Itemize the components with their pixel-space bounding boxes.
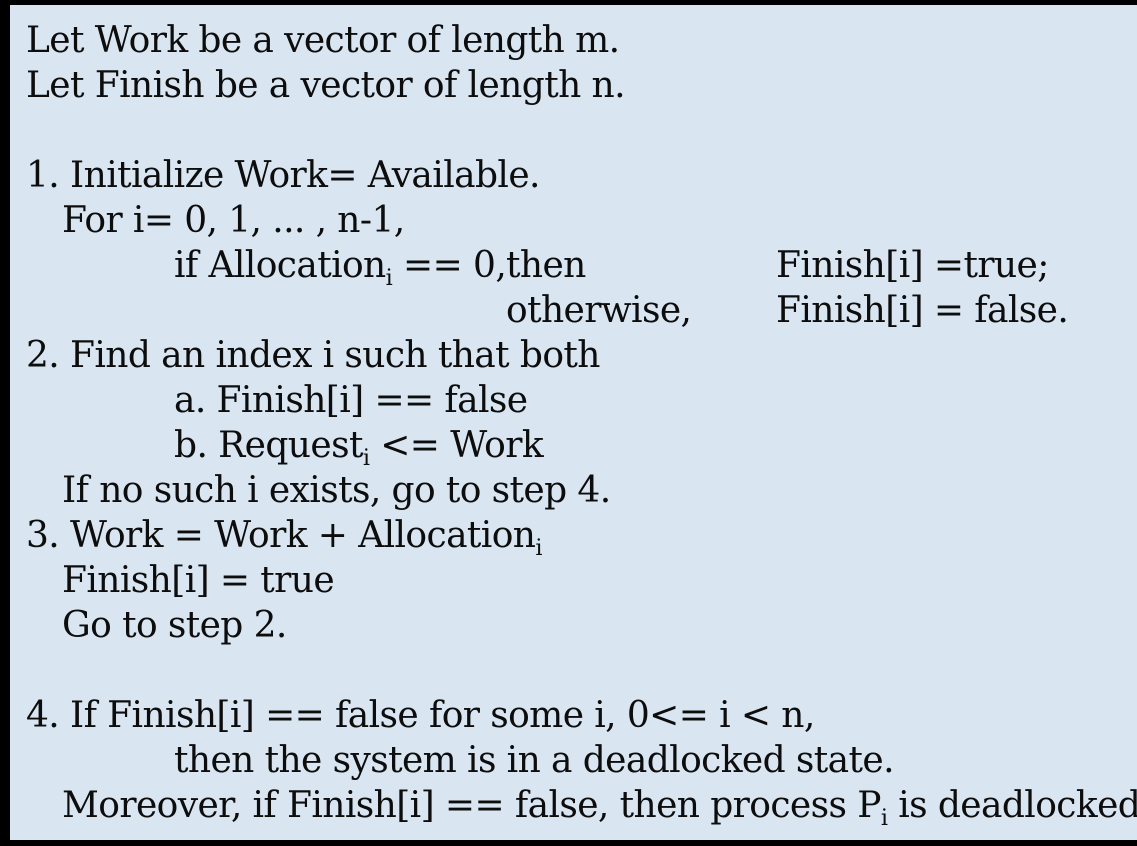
algorithm-panel: Let Work be a vector of length m.Let Fin… [10,5,1137,840]
subscript-index: i [362,445,370,472]
text-run: Moreover, if Finish[i] == false, then pr… [62,785,881,826]
text-run: == 0, [392,245,507,286]
algorithm-line: a. Finish[i] == false [10,378,1137,423]
algorithm-segment: Let Work be a vector of length m. [26,18,620,63]
text-run: then [506,245,586,286]
algorithm-segment: 1. Initialize Work= Available. [26,153,541,198]
algorithm-text: Let Work be a vector of length m.Let Fin… [10,18,1137,832]
text-run: 1. Initialize Work= Available. [26,155,541,196]
algorithm-segment: 4. If Finish[i] == false for some i, 0<=… [26,693,815,738]
text-run: For i= 0, 1, ... , n-1, [62,200,405,241]
algorithm-line: Go to step 2. [10,603,1137,648]
text-run: Finish[i] =true; [776,245,1049,286]
algorithm-line: 4. If Finish[i] == false for some i, 0<=… [10,693,1137,738]
algorithm-line: if Allocationi == 0,then Finish[i] =true; [10,243,1137,292]
algorithm-segment: Let Finish be a vector of length n. [26,63,626,108]
algorithm-line [10,648,1137,693]
algorithm-line: otherwise, Finish[i] = false. [10,288,1137,333]
algorithm-line [10,108,1137,153]
algorithm-segment: 2. Find an index i such that both [26,333,600,378]
algorithm-segment: Moreover, if Finish[i] == false, then pr… [62,783,1137,832]
text-run: a. Finish[i] == false [174,380,528,421]
algorithm-segment: Finish[i] = true [62,558,335,603]
algorithm-segment: then the system is in a deadlocked state… [174,738,895,783]
algorithm-segment: Finish[i] =true; [776,243,1049,288]
text-run: otherwise, [506,290,692,331]
text-run: 4. If Finish[i] == false for some i, 0<=… [26,695,815,736]
text-run: 3. Work = Work + Allocation [26,515,536,556]
text-run: Finish[i] = true [62,560,335,601]
algorithm-line: 3. Work = Work + Allocationi [10,513,1137,562]
algorithm-segment: Finish[i] = false. [776,288,1069,333]
subscript-index: i [385,265,393,292]
text-run: Finish[i] = false. [776,290,1069,331]
algorithm-line: Finish[i] = true [10,558,1137,603]
text-run: If no such i exists, go to step 4. [62,470,611,511]
text-run: Let Work be a vector of length m. [26,20,620,61]
algorithm-line: 2. Find an index i such that both [10,333,1137,378]
algorithm-line: Let Work be a vector of length m. [10,18,1137,63]
algorithm-segment: Go to step 2. [62,603,287,648]
algorithm-line: For i= 0, 1, ... , n-1, [10,198,1137,243]
subscript-index: i [880,805,888,832]
algorithm-line: b. Requesti <= Work [10,423,1137,472]
text-run: Go to step 2. [62,605,287,646]
algorithm-segment: if Allocationi == 0, [174,243,507,292]
algorithm-segment: If no such i exists, go to step 4. [62,468,611,513]
text-run: <= Work [369,425,544,466]
algorithm-line: If no such i exists, go to step 4. [10,468,1137,513]
algorithm-segment: otherwise, [506,288,692,333]
algorithm-line: Let Finish be a vector of length n. [10,63,1137,108]
algorithm-segment: For i= 0, 1, ... , n-1, [62,198,405,243]
algorithm-line: then the system is in a deadlocked state… [10,738,1137,783]
text-run: then the system is in a deadlocked state… [174,740,895,781]
algorithm-segment: a. Finish[i] == false [174,378,528,423]
algorithm-line: Moreover, if Finish[i] == false, then pr… [10,783,1137,832]
text-run: if Allocation [174,245,386,286]
text-run: b. Request [174,425,363,466]
algorithm-segment: 3. Work = Work + Allocationi [26,513,542,562]
text-run: 2. Find an index i such that both [26,335,600,376]
algorithm-segment: then [506,243,586,288]
text-run: is deadlocked. [887,785,1137,826]
text-run: Let Finish be a vector of length n. [26,65,626,106]
subscript-index: i [535,535,542,562]
algorithm-segment: b. Requesti <= Work [174,423,544,472]
algorithm-line: 1. Initialize Work= Available. [10,153,1137,198]
